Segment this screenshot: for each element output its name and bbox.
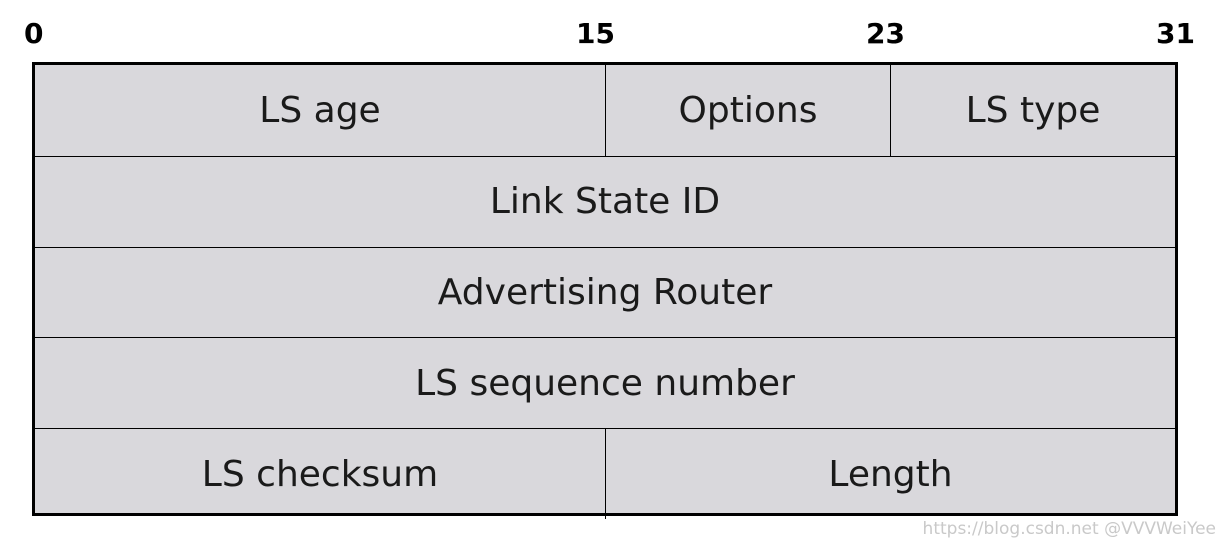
field-advertising-router: Advertising Router	[437, 271, 773, 313]
header-row-4: LS sequence number	[35, 337, 1175, 428]
field-ls-sequence-number: LS sequence number	[415, 362, 795, 404]
field-length: Length	[605, 429, 1175, 519]
header-row-5: LS checksum Length	[35, 428, 1175, 519]
field-options: Options	[605, 65, 890, 156]
header-row-3: Advertising Router	[35, 246, 1175, 338]
bit-marker-0: 0	[24, 17, 44, 50]
field-ls-checksum: LS checksum	[201, 453, 439, 495]
header-row-1: LS age Options LS type	[35, 65, 1175, 156]
field-link-state-id: Link State ID	[489, 181, 721, 223]
bit-marker-23: 23	[866, 17, 905, 50]
field-ls-age: LS age	[259, 89, 381, 131]
bit-marker-31: 31	[1156, 17, 1195, 50]
header-row-2: Link State ID	[35, 155, 1175, 247]
bit-marker-15: 15	[576, 17, 615, 50]
field-ls-type: LS type	[890, 65, 1175, 156]
header-frame: LS age Options LS type Link State ID Adv…	[32, 62, 1178, 519]
watermark: https://blog.csdn.net @VVVWeiYee	[922, 519, 1216, 539]
